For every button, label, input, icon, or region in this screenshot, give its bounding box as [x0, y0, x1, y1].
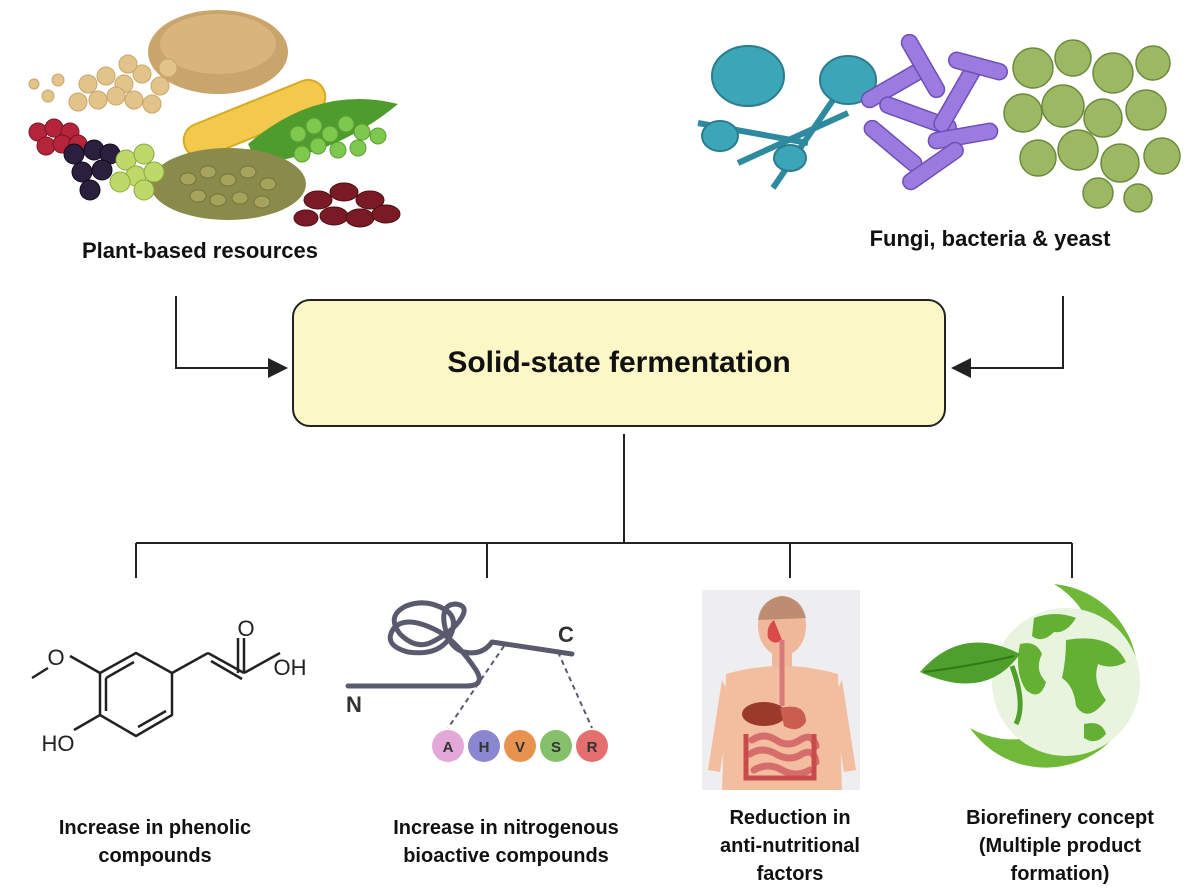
residue-circle-a — [432, 730, 464, 762]
residue-circle-v — [504, 730, 536, 762]
right-input-arrow — [951, 296, 1064, 378]
n-terminus-label: N — [346, 692, 362, 717]
residue-letter-s: S — [551, 739, 561, 756]
peptide-chain-icon: N C A H V S R — [345, 600, 608, 762]
outcome-label-biorefinery: Biorefinery concept (Multiple product fo… — [966, 807, 1154, 885]
outcome-label-nitrogenous: Increase in nitrogenous bioactive compou… — [393, 817, 619, 867]
residue-letter-h: H — [479, 739, 490, 756]
svg-text:O: O — [237, 618, 254, 641]
outcome-label-anti-nutritional: Reduction in anti-nutritional factors — [720, 807, 860, 885]
svg-text:O: O — [47, 645, 64, 670]
c-terminus-label: C — [558, 622, 574, 647]
plant-resources-image — [28, 10, 401, 228]
center-title: Solid-state fermentation — [447, 346, 791, 379]
microorganisms-label: Fungi, bacteria & yeast — [869, 226, 1111, 251]
residue-circle-r — [576, 730, 608, 762]
digestive-system-icon — [702, 590, 860, 790]
phenolic-structure-icon: O O OH HO — [31, 618, 307, 756]
hydroxyl-acid-label: OH — [274, 655, 307, 680]
residue-circle-s — [540, 730, 572, 762]
microorganisms-image — [697, 33, 1181, 213]
biorefinery-globe-icon — [920, 584, 1140, 768]
outcome-label-phenolic: Increase in phenolic compounds — [58, 817, 252, 867]
residue-circle-h — [468, 730, 500, 762]
left-input-arrow — [175, 296, 288, 378]
residue-letter-r: R — [587, 739, 598, 756]
hydroxyl-ring-label: HO — [42, 731, 75, 756]
solid-state-fermentation-box: Solid-state fermentation — [292, 299, 946, 427]
residue-letter-v: V — [515, 739, 525, 756]
plant-resources-label: Plant-based resources — [82, 238, 318, 263]
residue-letter-a: A — [443, 739, 454, 756]
